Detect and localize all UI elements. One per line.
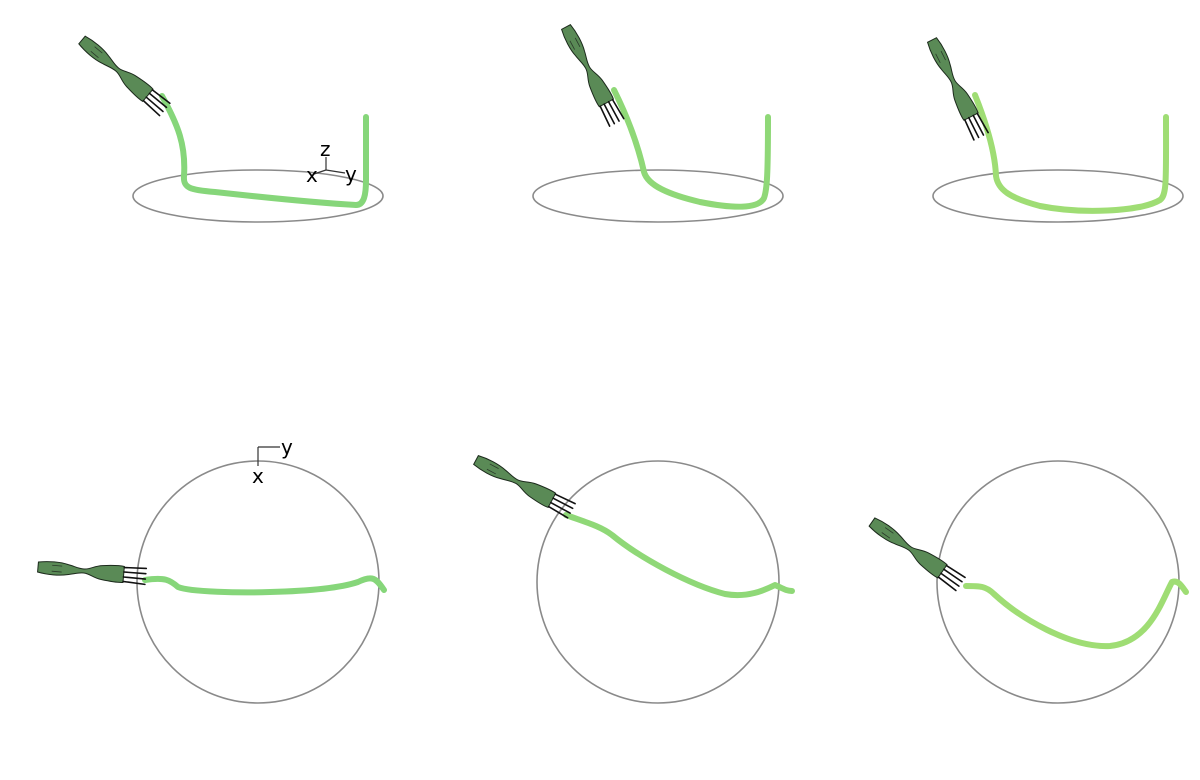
axis-label-x: x [252,464,264,488]
fork [75,32,171,117]
plate-ring [132,169,384,223]
panel-side-2 [532,22,784,223]
fork [471,451,577,519]
axis-label-z: z [320,137,331,161]
panel-top-3 [866,460,1189,704]
noodle-strand [972,92,1170,214]
panel-top-1: y x [36,435,387,704]
plate-ring [932,169,1184,223]
axes-3d: z x y [306,137,357,187]
plate-ring [536,460,780,704]
fork [557,22,625,128]
axis-label-x: x [306,163,318,187]
axis-label-y: y [345,162,357,186]
panel-top-2 [471,451,795,704]
fork [36,557,148,586]
fork [923,35,990,141]
panel-side-3 [923,35,1184,223]
axes-2d: y x [252,435,293,488]
plate-ring [936,460,1180,704]
noodle-strand [611,87,771,210]
panel-side-1: z x y [75,32,384,223]
noodle-strand [563,512,795,598]
noodle-strand [963,578,1189,650]
noodle-strand [159,93,369,208]
plate-ring [532,169,784,223]
noodle-strand [142,575,387,596]
axis-label-y: y [281,435,293,459]
